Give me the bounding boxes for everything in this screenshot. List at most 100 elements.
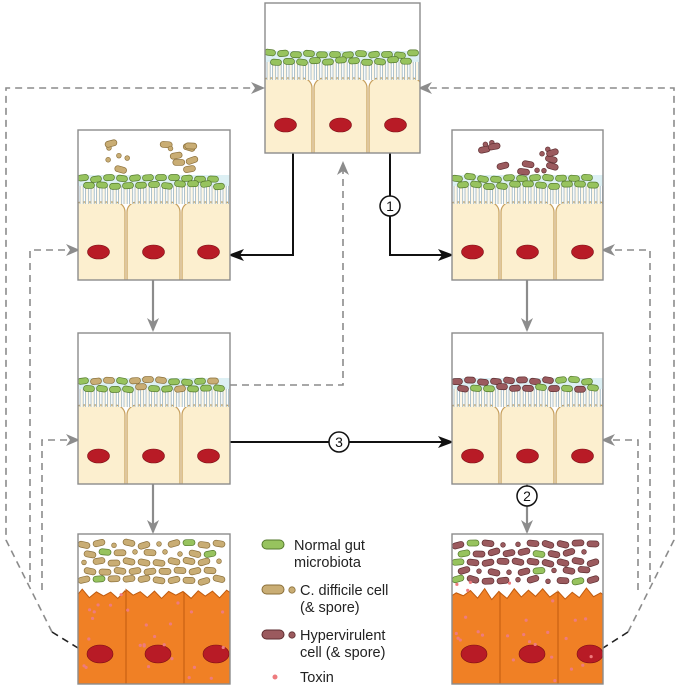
damaged-cell — [557, 587, 603, 684]
toxin — [168, 622, 173, 626]
pathogen-cell — [212, 539, 226, 548]
normal-microbiota-cell — [535, 383, 547, 391]
normal-microbiota-cell — [535, 181, 547, 189]
normal-microbiota-cell — [161, 182, 173, 190]
normal-microbiota-cell — [155, 174, 167, 182]
pathogen-cell — [184, 142, 198, 150]
pathogen-cell — [562, 548, 576, 557]
microvillus — [343, 60, 348, 80]
toxin — [573, 618, 577, 622]
toxin — [92, 610, 96, 614]
pathogen-cell — [114, 165, 127, 174]
normal-microbiota-cell — [83, 385, 95, 393]
normal-microbiota-cell — [109, 386, 121, 393]
normal-microbiota-cell — [503, 174, 515, 182]
pathogen-cell — [197, 577, 211, 586]
normal-microbiota-cell — [466, 539, 480, 547]
normal-microbiota-cell — [181, 174, 193, 182]
dashed-arrow-outer-left — [5, 82, 265, 633]
toxin — [170, 656, 174, 661]
pathogen-cell — [490, 377, 502, 386]
spore — [111, 542, 117, 549]
pathogen-cell — [516, 376, 528, 384]
normal-microbiota-cell — [283, 58, 295, 65]
spore — [482, 141, 489, 148]
svg-text:2: 2 — [523, 488, 531, 504]
pathogen-cell — [83, 550, 97, 559]
normal-microbiota-cell — [571, 577, 585, 586]
pathogen-cell — [574, 385, 586, 393]
pathogen-cell — [129, 377, 141, 385]
pathogen-cell — [185, 156, 199, 165]
pathogen-cell — [173, 566, 187, 575]
arrow-to-cd-spores — [228, 153, 294, 261]
legend-cdifficile-icon — [261, 584, 296, 595]
spore — [581, 549, 587, 555]
normal-microbiota-cell — [290, 51, 302, 59]
normal-microbiota-cell — [568, 375, 580, 384]
toxin — [221, 645, 225, 650]
normal-microbiota-cell — [581, 173, 593, 182]
normal-microbiota-cell — [148, 181, 160, 188]
svg-text:1: 1 — [386, 198, 394, 214]
pathogen-cell — [556, 540, 570, 549]
legend-cdifficile-label-2: (& spore) — [300, 600, 360, 616]
normal-microbiota-cell — [213, 384, 225, 392]
normal-microbiota-cell — [83, 182, 95, 189]
normal-microbiota-cell — [103, 174, 115, 182]
spore — [132, 549, 138, 555]
spore — [156, 541, 162, 547]
panel-cdifficile-colonized — [77, 332, 231, 485]
normal-microbiota-cell — [387, 56, 399, 64]
pathogen-cell — [517, 567, 531, 576]
toxin — [589, 655, 593, 659]
normal-microbiota-cell — [116, 174, 128, 183]
cell-nucleus — [87, 244, 110, 260]
microvillus — [525, 184, 530, 204]
spore — [541, 167, 547, 174]
normal-microbiota-cell — [316, 51, 328, 59]
normal-microbiota-cell — [348, 57, 360, 65]
toxin — [468, 580, 473, 585]
normal-microbiota-cell — [381, 51, 393, 58]
normal-microbiota-cell — [142, 174, 154, 182]
cell-nucleus — [86, 644, 114, 664]
microvillus — [134, 387, 139, 407]
pathogen-cell — [113, 549, 127, 557]
normal-microbiota-cell — [92, 575, 106, 583]
normal-microbiota-cell — [161, 385, 173, 393]
legend-toxin-label: Toxin — [300, 670, 334, 685]
pathogen-cell — [137, 541, 151, 550]
pathogen-cell — [546, 162, 559, 171]
pathogen-cell — [152, 559, 166, 567]
normal-microbiota-cell — [355, 50, 367, 58]
pathogen-cell — [122, 557, 136, 566]
pathogen-cell — [143, 567, 157, 576]
toxin — [551, 599, 555, 603]
pathogen-cell — [182, 557, 196, 565]
spore — [162, 549, 168, 555]
normal-microbiota-cell — [296, 58, 308, 66]
normal-microbiota-cell — [368, 50, 380, 59]
toxin — [138, 643, 142, 647]
pathogen-cell — [571, 539, 585, 547]
pathogen-cell — [526, 574, 540, 584]
microvillus — [145, 184, 150, 204]
dashed-arrow-inner-right-top — [601, 244, 651, 582]
pathogen-cell — [546, 148, 559, 157]
pathogen-cell — [142, 376, 154, 383]
normal-microbiota-cell — [452, 558, 465, 566]
microvillus — [195, 184, 200, 204]
pathogen-cell — [135, 383, 147, 391]
pathogen-cell — [541, 559, 555, 568]
panel-border — [77, 332, 231, 485]
toxin — [569, 667, 574, 671]
transition-arrows — [228, 153, 454, 448]
dashed-arrow-inner-left-bottom — [41, 434, 80, 590]
dashed-feedback-arrows — [5, 82, 675, 633]
panel-border — [451, 129, 604, 281]
microvillus — [184, 184, 189, 204]
pathogen-cell — [586, 558, 600, 567]
microvillus — [173, 184, 178, 204]
pathogen-cell — [517, 547, 531, 556]
